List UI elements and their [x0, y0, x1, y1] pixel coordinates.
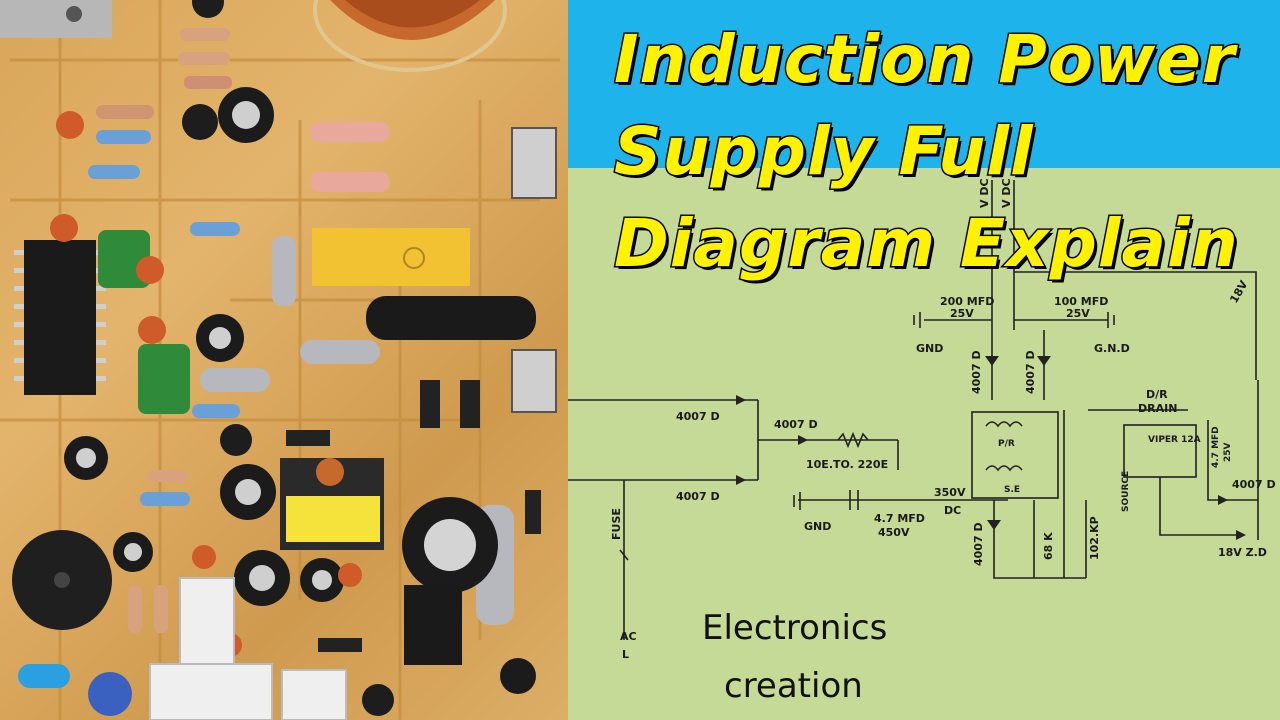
diodes — [286, 380, 541, 652]
terminal-top — [511, 127, 557, 199]
label-cap-right: 100 MFD — [1054, 295, 1108, 308]
label-d3: 4007 D — [676, 490, 720, 503]
toroid-coil — [313, 0, 507, 72]
video-title: Induction Power Supply Full Diagram Expl… — [612, 14, 1254, 290]
electrolytic-capacitors — [64, 87, 498, 606]
x-capacitor — [312, 228, 470, 286]
label-vdc-2: V DC — [1000, 178, 1013, 208]
label-d2: 4007 D — [774, 418, 818, 431]
label-diode-low: 4007 D — [972, 522, 985, 566]
label-d1: 4007 D — [676, 410, 720, 423]
label-se: S.E — [1004, 485, 1020, 495]
connectors — [149, 577, 347, 720]
schematic-panel: V DC V DC 200 MFD 25V 100 MFD 25V GND G.… — [568, 0, 1280, 720]
label-pr: P/R — [998, 439, 1015, 449]
label-ac: AC — [620, 630, 637, 643]
label-source: SOURCE — [1121, 471, 1131, 512]
watermark-line-2: creation — [724, 666, 863, 706]
label-r68: 68 K — [1042, 532, 1055, 560]
label-cap-small: 4.7 MFD — [1211, 426, 1221, 468]
label-cap-left: 200 MFD — [940, 295, 994, 308]
label-drain: DRAIN — [1138, 402, 1177, 415]
terminal-mid — [511, 349, 557, 413]
heatsink — [0, 0, 112, 38]
label-l: L — [622, 648, 629, 661]
inductor-black — [366, 296, 536, 340]
label-vdc-1: V DC — [978, 178, 991, 208]
label-diode-right: 4007 D — [1024, 350, 1037, 394]
title-line-3: Diagram Explain — [613, 204, 1240, 284]
label-350v: 350V — [934, 486, 966, 499]
title-line-1: Induction Power — [612, 20, 1236, 100]
ic-chip-bottom — [404, 585, 462, 665]
label-cap-main-v: 450V — [878, 526, 910, 539]
label-zener: 18V Z.D — [1218, 546, 1267, 559]
schematic-diagram: V DC V DC 200 MFD 25V 100 MFD 25V GND G.… — [568, 178, 1276, 661]
pcb-illustration — [0, 0, 560, 720]
label-resistor: 10E.TO. 220E — [806, 458, 888, 471]
ic-chip-left — [14, 240, 106, 395]
label-drain-top: D/R — [1146, 388, 1168, 401]
title-banner-background — [568, 0, 1280, 168]
label-viper: VIPER 12A — [1148, 435, 1201, 445]
label-cap-right-v: 25V — [1066, 307, 1090, 320]
label-c102: 102.KP — [1088, 516, 1101, 560]
label-diode-out: 4007 D — [1232, 478, 1276, 491]
watermark-line-1: Electronics — [702, 608, 888, 648]
label-cap-main: 4.7 MFD — [874, 512, 925, 525]
smps-transformer — [280, 458, 384, 550]
label-fuse: FUSE — [610, 508, 623, 540]
label-cap-small-v: 25V — [1223, 442, 1233, 462]
transistors — [182, 0, 394, 716]
label-gnd-right: G.N.D — [1094, 342, 1130, 355]
label-cap-left-v: 25V — [950, 307, 974, 320]
title-line-2: Supply Full — [613, 112, 1035, 192]
label-diode-left: 4007 D — [970, 350, 983, 394]
label-dc: DC — [944, 504, 961, 517]
pcb-photo — [0, 0, 568, 720]
label-gnd-left: GND — [916, 342, 943, 355]
label-gnd-mid: GND — [804, 520, 831, 533]
